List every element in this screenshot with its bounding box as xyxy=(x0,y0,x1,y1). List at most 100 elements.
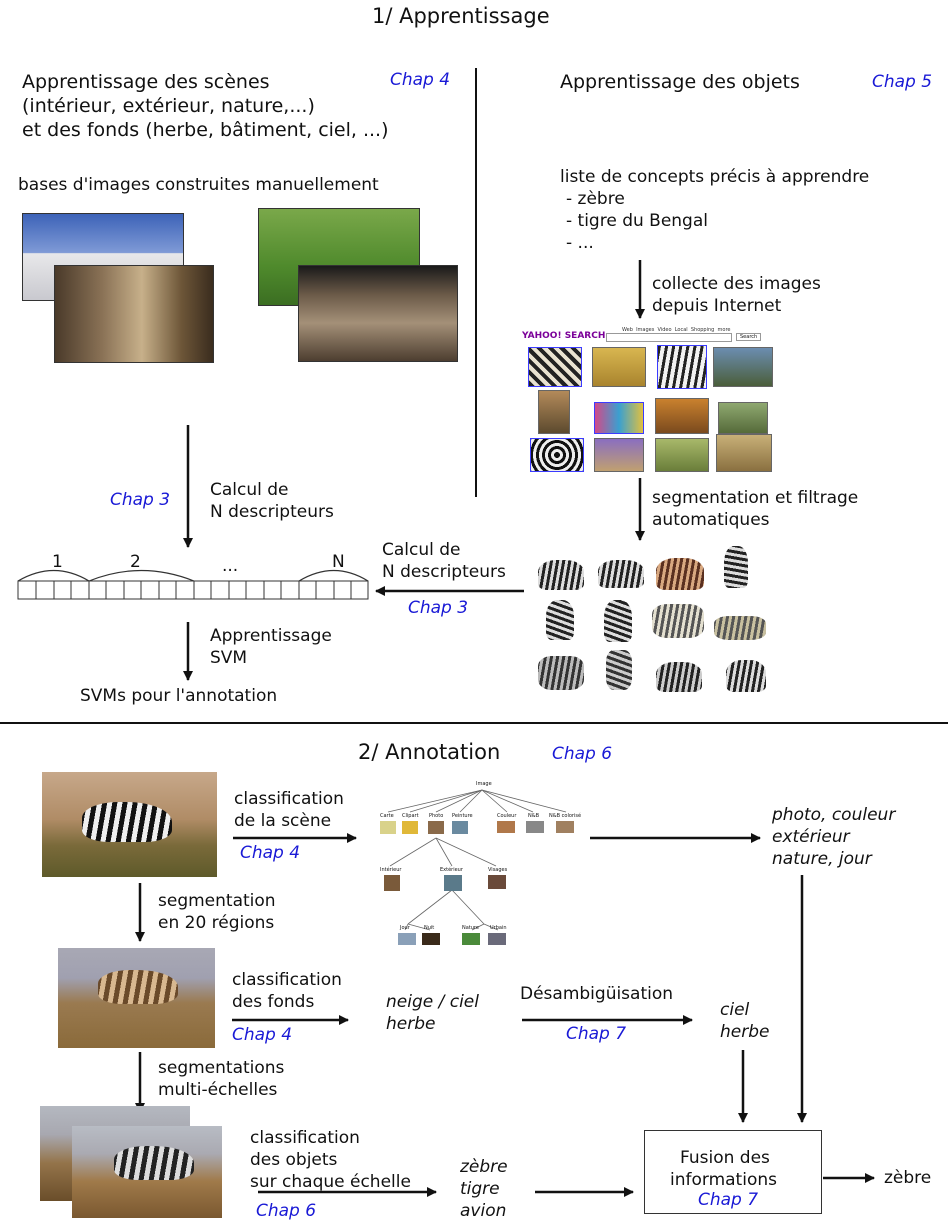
fusion-line2: informations xyxy=(670,1170,777,1190)
obj-class-line2: des objets xyxy=(250,1150,338,1170)
segmented-zebra-shape xyxy=(98,970,178,1004)
tree-couleur: Couleur xyxy=(497,813,517,819)
zebra-result-9[interactable] xyxy=(530,438,584,472)
scene-class-line2: de la scène xyxy=(234,811,332,831)
disamb-result-line2: herbe xyxy=(720,1022,770,1042)
collect-line1: collecte des images xyxy=(652,274,821,294)
multiscale-zebra-shape xyxy=(114,1146,194,1180)
segmented-zebra-1 xyxy=(538,560,584,590)
obj-class-chap: Chap 6 xyxy=(256,1201,317,1221)
fusion-line1: Fusion des xyxy=(680,1148,770,1168)
scenes-heading-line1: Apprentissage des scènes xyxy=(22,71,270,93)
final-result: zèbre xyxy=(884,1168,932,1188)
zebra-input-photo xyxy=(42,772,217,877)
zebra-result-12[interactable] xyxy=(716,434,772,472)
search-tabs: Web Images Video Local Shopping more xyxy=(622,327,731,333)
seg-filter-line1: segmentation et filtrage xyxy=(652,488,859,508)
tree-thumb-couleur xyxy=(497,821,515,833)
search-logo: YAHOO! SEARCH xyxy=(522,331,606,341)
objects-item-1: - zèbre xyxy=(566,189,625,209)
tree-nature: Nature xyxy=(462,925,479,931)
tree-thumb-nb xyxy=(526,821,544,833)
zebra-result-2[interactable] xyxy=(592,347,646,387)
segmented-zebra-9 xyxy=(538,656,584,690)
tree-thumb-carte xyxy=(380,821,396,834)
tree-thumb-clipart xyxy=(402,821,418,834)
collect-line2: depuis Internet xyxy=(652,296,782,316)
scene-result-line2: extérieur xyxy=(772,827,850,847)
zebra-result-6[interactable] xyxy=(594,402,644,434)
multiscale-line2: multi-échelles xyxy=(158,1080,278,1100)
scene-class-line1: classification xyxy=(234,789,344,809)
right-calc-chap: Chap 3 xyxy=(408,598,469,618)
obj-result-line2: tigre xyxy=(460,1179,500,1199)
disambiguation-label: Désambigüisation xyxy=(520,984,674,1004)
objects-heading: Apprentissage des objets xyxy=(560,71,800,93)
tree-peinture: Peinture xyxy=(452,813,473,819)
bg-result-line1: neige / ciel xyxy=(386,992,479,1012)
zebra-result-4[interactable] xyxy=(713,347,773,387)
tree-interieur: Intérieur xyxy=(380,867,402,873)
tree-thumb-peinture xyxy=(452,821,468,834)
right-calc-line1: Calcul de xyxy=(382,540,461,560)
search-input[interactable] xyxy=(606,333,732,342)
descriptor-label-n: N xyxy=(332,552,345,572)
tree-thumb-interieur xyxy=(384,875,400,891)
zebra-shape xyxy=(82,802,172,842)
segmented-zebra-7 xyxy=(652,604,704,638)
tree-thumb-exterieur xyxy=(444,875,462,891)
bases-label: bases d'images construites manuellement xyxy=(18,175,379,195)
zebra-result-11[interactable] xyxy=(655,438,709,472)
tree-thumb-nuit xyxy=(422,933,440,945)
bg-result-line2: herbe xyxy=(386,1014,436,1034)
left-calc-chap: Chap 3 xyxy=(110,490,171,510)
section2-title: 2/ Annotation xyxy=(358,740,501,764)
tree-thumb-nature xyxy=(462,933,480,945)
zebra-result-10[interactable] xyxy=(594,438,644,472)
tree-nb: N&B xyxy=(528,813,540,819)
section1-title: 1/ Apprentissage xyxy=(372,4,550,28)
segmented-regions-photo xyxy=(58,948,215,1048)
tree-nuit: Nuit xyxy=(424,925,435,931)
zebra-result-1[interactable] xyxy=(528,347,582,387)
seg20-line2: en 20 régions xyxy=(158,913,275,933)
tree-visages: Visages xyxy=(488,867,508,873)
objects-chap: Chap 5 xyxy=(872,72,933,92)
left-calc-line2: N descripteurs xyxy=(210,502,334,522)
tree-jour: Jour xyxy=(400,925,410,931)
zebra-result-7[interactable] xyxy=(655,398,709,434)
obj-result-line3: avion xyxy=(460,1201,507,1221)
zebra-result-5[interactable] xyxy=(538,390,570,434)
segmented-zebra-4 xyxy=(724,546,748,588)
objects-item-2: - tigre du Bengal xyxy=(566,211,708,231)
tree-nb-colorise: N&B colorisé xyxy=(549,813,582,819)
scenes-heading-line2: (intérieur, extérieur, nature,...) xyxy=(22,95,315,117)
segmented-zebra-8 xyxy=(714,616,766,640)
segmented-zebra-2 xyxy=(598,560,644,588)
bg-class-line1: classification xyxy=(232,970,342,990)
obj-class-line3: sur chaque échelle xyxy=(250,1172,411,1192)
disambiguation-chap: Chap 7 xyxy=(566,1024,627,1044)
segmented-zebra-11 xyxy=(656,662,702,692)
segmented-zebra-6 xyxy=(604,600,632,642)
svm-line2: SVM xyxy=(210,648,248,668)
zebra-result-3[interactable] xyxy=(657,345,707,389)
left-calc-line1: Calcul de xyxy=(210,480,289,500)
tree-exterieur: Extérieur xyxy=(440,867,463,873)
tree-clipart: Clipart xyxy=(402,813,419,819)
search-button[interactable]: Search xyxy=(736,333,762,341)
tree-root: Image xyxy=(476,781,492,787)
obj-result-line1: zèbre xyxy=(460,1157,508,1177)
church-photo xyxy=(298,265,458,362)
bg-class-chap: Chap 4 xyxy=(232,1025,293,1045)
zebra-result-8[interactable] xyxy=(718,402,768,434)
svm-line1: Apprentissage xyxy=(210,626,332,646)
multiscale-line1: segmentations xyxy=(158,1058,285,1078)
segmented-zebra-10 xyxy=(606,650,632,690)
tree-urbain: Urbain xyxy=(490,925,507,931)
scenes-chap: Chap 4 xyxy=(390,70,451,90)
bg-class-line2: des fonds xyxy=(232,992,315,1012)
segmented-zebra-3 xyxy=(656,558,704,590)
tree-thumb-urbain xyxy=(488,933,506,945)
